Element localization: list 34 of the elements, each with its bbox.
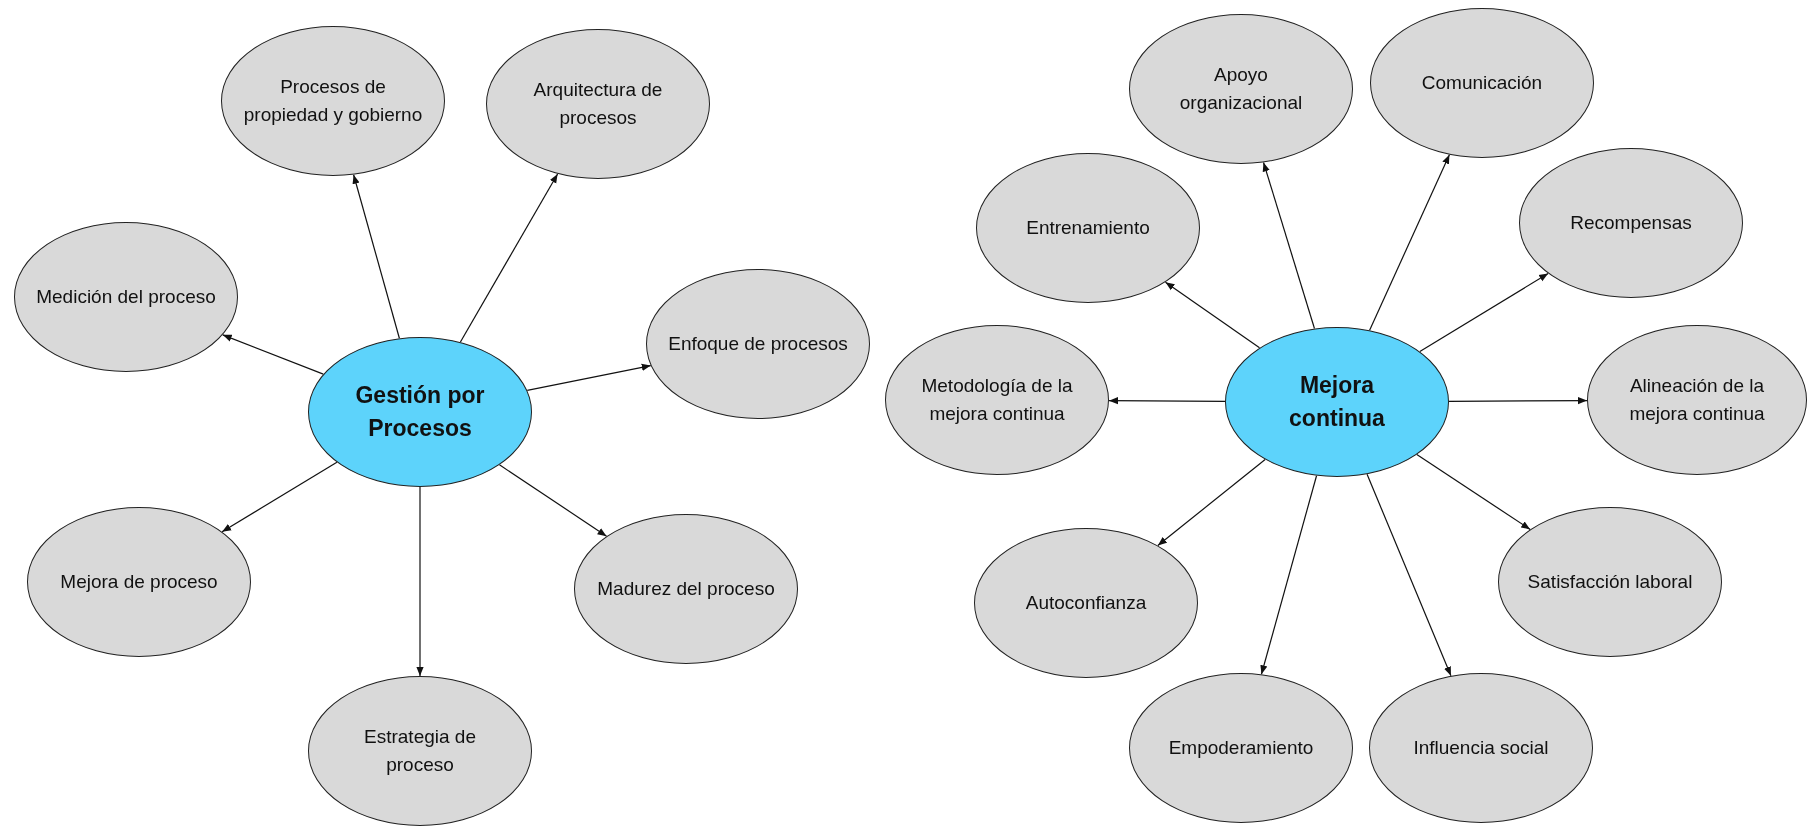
node-label: Arquitectura de procesos <box>532 78 664 130</box>
arrow <box>1164 281 1261 349</box>
arrow <box>352 174 400 339</box>
node-label: Apoyo organizacional <box>1178 63 1304 115</box>
node-label: Enfoque de procesos <box>668 332 848 357</box>
node-label: Medición del proceso <box>36 285 216 310</box>
node-label: Comunicación <box>1421 71 1543 96</box>
node-label: Metodología de la mejora continua <box>920 374 1074 426</box>
node-label: Madurez del proceso <box>597 577 775 602</box>
node-label: Autoconfianza <box>1025 591 1147 616</box>
node-label: Satisfacción laboral <box>1527 570 1693 595</box>
node-label: Mejora de proceso <box>60 570 218 595</box>
arrow <box>1260 475 1318 675</box>
node-label: Procesos de propiedad y gobierno <box>243 75 423 127</box>
arrow <box>498 464 608 537</box>
arrow <box>1416 454 1531 530</box>
node-label: Recompensas <box>1570 211 1692 236</box>
node-label: Empoderamiento <box>1168 736 1314 761</box>
arrow <box>1419 272 1549 353</box>
arrow <box>1157 458 1266 547</box>
node-label: Influencia social <box>1413 736 1549 761</box>
node-label: Alineación de la mejora continua <box>1628 374 1766 426</box>
arrow <box>1448 397 1588 405</box>
arrow <box>1369 154 1450 331</box>
node-label: Gestión por Procesos <box>354 380 486 443</box>
arrow <box>416 486 424 677</box>
node-label: Estrategia de proceso <box>363 725 477 777</box>
arrow <box>222 334 324 375</box>
arrow <box>1366 473 1452 677</box>
arrow <box>1108 397 1226 405</box>
node-label: Entrenamiento <box>1026 216 1150 241</box>
node-label: Mejora continua <box>1288 370 1386 433</box>
arrow <box>459 173 559 343</box>
arrow <box>221 461 338 533</box>
